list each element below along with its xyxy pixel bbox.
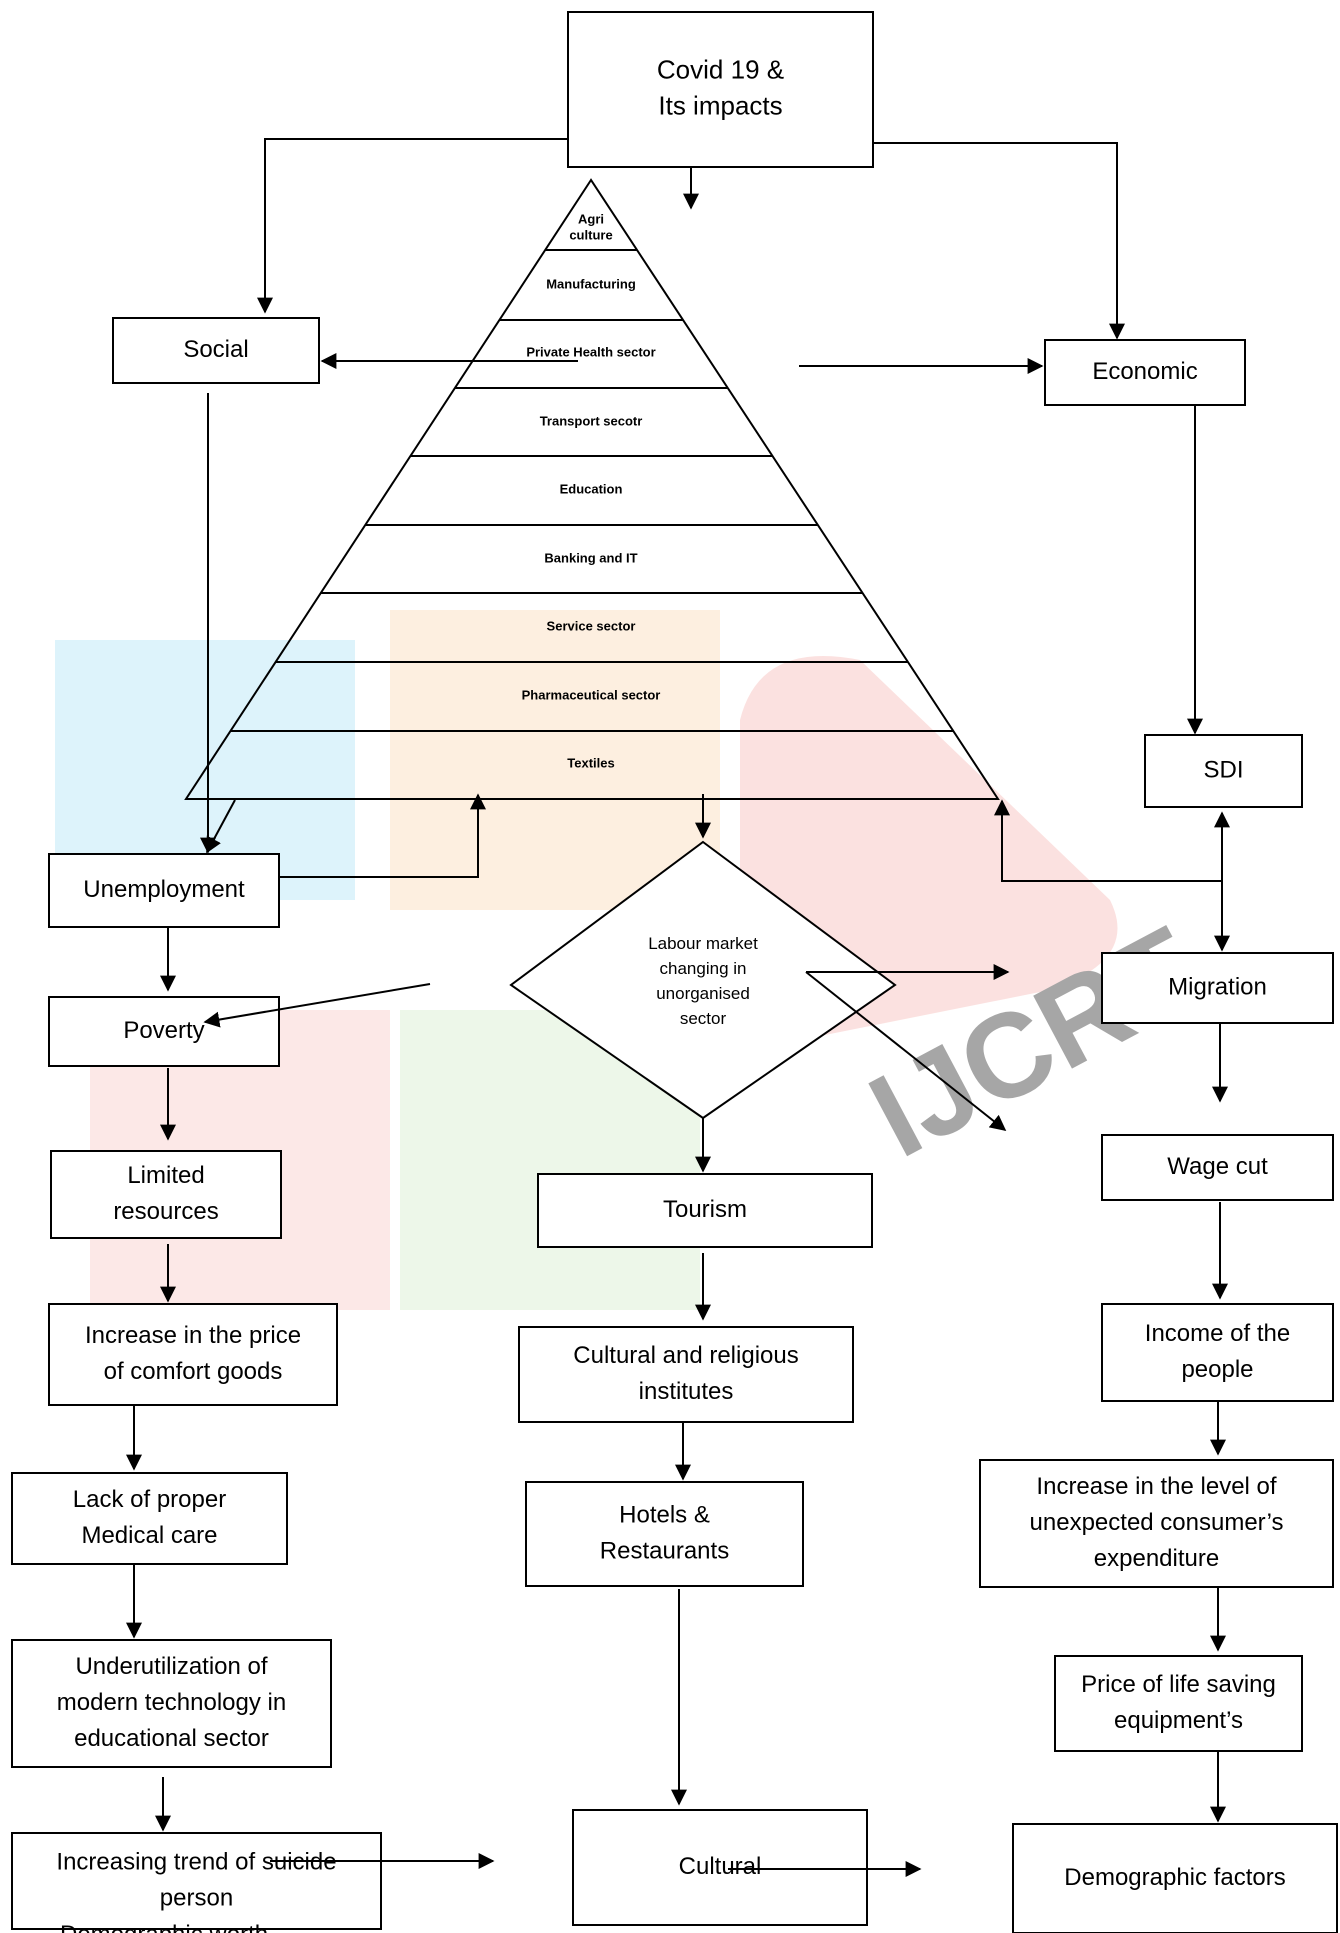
box-social: Social — [112, 317, 320, 384]
box-label-poverty: Poverty — [123, 1017, 204, 1044]
box-demographic: Demographic factors — [1012, 1823, 1338, 1933]
box-label-wage-cut: Wage cut — [1167, 1153, 1268, 1180]
pyramid-sector-label: Pharmaceutical sector — [522, 687, 661, 702]
box-hotels: Hotels &Restaurants — [525, 1481, 804, 1587]
connectors — [126, 138, 1230, 1877]
box-label-unemployment: Unemployment — [83, 876, 245, 903]
pyramid-sector-label: Private Health sector — [526, 344, 655, 359]
box-label-tourism: Tourism — [663, 1196, 747, 1223]
box-label-covid: Covid 19 &Its impacts — [657, 54, 784, 120]
box-wage-cut: Wage cut — [1101, 1134, 1334, 1201]
box-label-demographic: Demographic factors — [1064, 1864, 1285, 1891]
pyramid-sector-label: Manufacturing — [546, 276, 636, 291]
box-sdi: SDI — [1144, 734, 1303, 808]
cut-off-text: Demographic worth — [60, 1921, 268, 1933]
box-cultural: Cultural — [572, 1809, 868, 1926]
box-label-social: Social — [183, 336, 248, 363]
box-tourism: Tourism — [537, 1173, 873, 1248]
box-poverty: Poverty — [48, 996, 280, 1067]
box-label-migration: Migration — [1168, 973, 1267, 1000]
box-label-economic: Economic — [1092, 358, 1197, 385]
box-covid: Covid 19 &Its impacts — [567, 11, 874, 168]
box-economic: Economic — [1044, 339, 1246, 406]
pyramid-sector-label: Transport secotr — [540, 413, 643, 428]
pyramid-sector-label: Service sector — [547, 618, 636, 633]
box-label-hotels: Hotels &Restaurants — [600, 1501, 729, 1564]
box-unemployment: Unemployment — [48, 853, 280, 928]
box-label-sdi: SDI — [1203, 756, 1243, 783]
box-label-cultural: Cultural — [679, 1853, 762, 1880]
pyramid-sector-label: Education — [560, 481, 623, 496]
pyramid-sector-label: Textiles — [567, 755, 614, 770]
pyramid-sector-label: Banking and IT — [544, 550, 637, 565]
box-migration: Migration — [1101, 952, 1334, 1024]
